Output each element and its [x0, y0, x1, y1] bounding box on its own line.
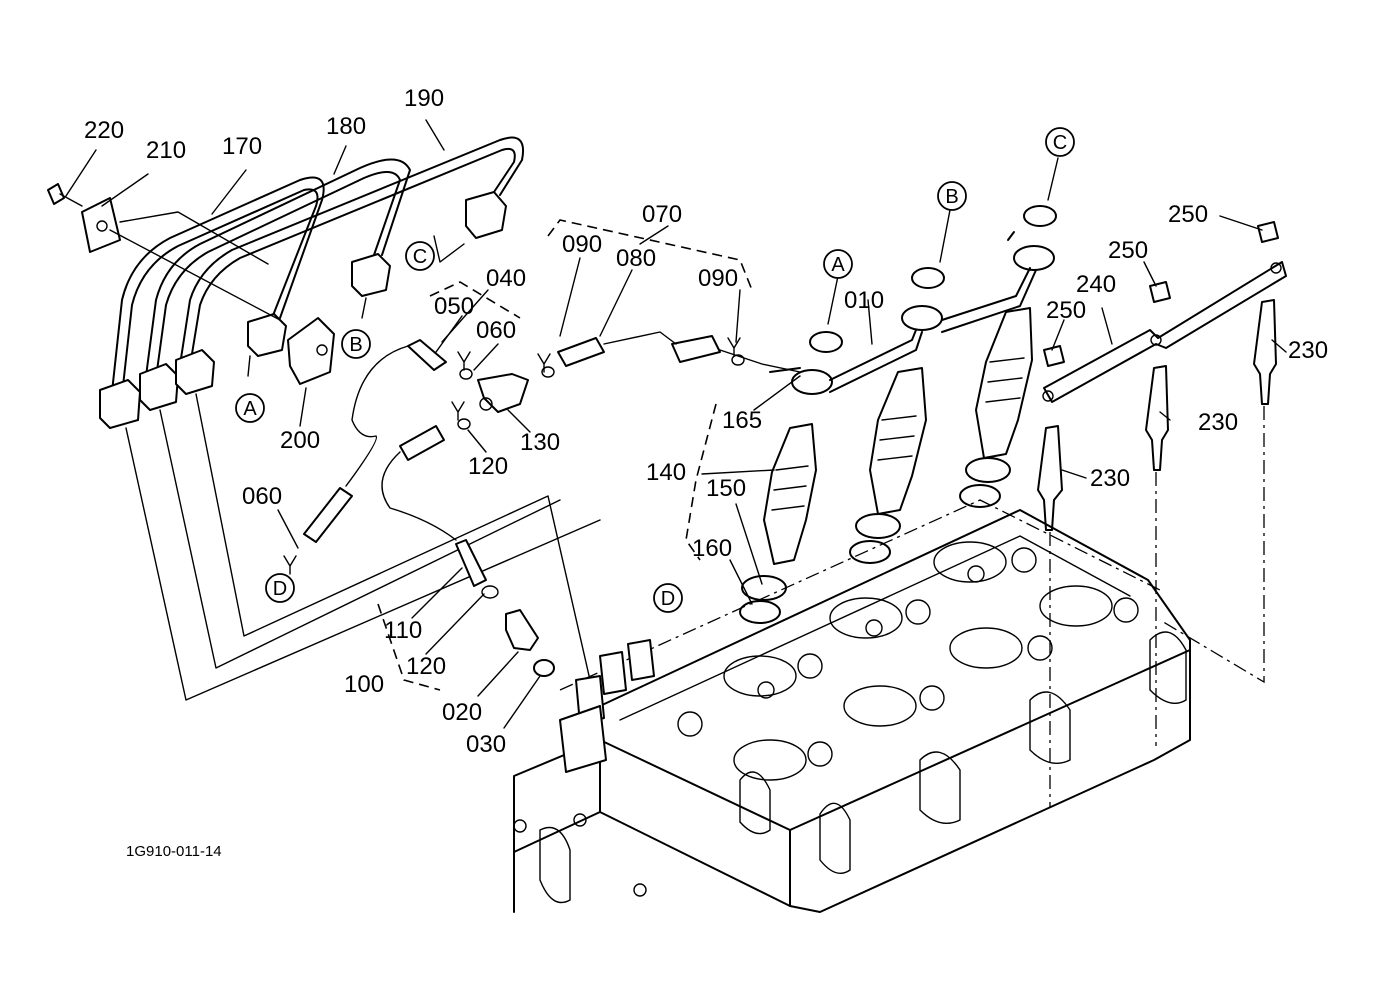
part-label-090-right: 090: [698, 265, 738, 292]
part-label-030: 030: [466, 731, 506, 758]
part-label-090-left: 090: [562, 231, 602, 258]
cylinder-head: [513, 499, 1191, 913]
part-label-130: 130: [520, 429, 560, 456]
leak-off-hoses: [283, 219, 801, 691]
ref-marker-b-left-text: B: [349, 334, 362, 356]
glow-plugs: [1037, 221, 1287, 808]
part-label-100: 100: [344, 671, 384, 698]
ref-marker-b-left: [341, 329, 371, 359]
part-label-120-upper: 120: [468, 453, 508, 480]
ref-marker-c-left-text: C: [413, 246, 427, 268]
ref-marker-b-right: [937, 181, 967, 211]
ref-marker-a-left-text: A: [243, 398, 257, 420]
part-label-210: 210: [146, 137, 186, 164]
part-label-160: 160: [692, 535, 732, 562]
ref-marker-a-right: [823, 249, 853, 279]
part-label-010: 010: [844, 287, 884, 314]
part-label-230-left: 230: [1090, 465, 1130, 492]
part-label-060-upper: 060: [476, 317, 516, 344]
part-label-250-lower: 250: [1046, 297, 1086, 324]
ref-marker-a-left: [235, 393, 265, 423]
part-label-170: 170: [222, 133, 262, 160]
ref-marker-d-left-text: D: [273, 578, 287, 600]
part-label-240: 240: [1076, 271, 1116, 298]
ref-marker-d-left: [265, 573, 295, 603]
part-label-250-top: 250: [1168, 201, 1208, 228]
ref-marker-d-right-text: D: [661, 588, 675, 610]
part-label-150: 150: [706, 475, 746, 502]
part-label-070: 070: [642, 201, 682, 228]
injection-pipes: [47, 136, 601, 701]
ref-marker-c-right: [1045, 127, 1075, 157]
drawing-code: 1G910-011-14: [126, 843, 222, 860]
part-label-020: 020: [442, 699, 482, 726]
part-label-140: 140: [646, 459, 686, 486]
leader-lines: [65, 119, 1287, 729]
reference-markers: A B C D D A B C: [235, 127, 1075, 613]
part-label-190: 190: [404, 85, 444, 112]
ref-marker-c-right-text: C: [1053, 132, 1067, 154]
part-label-230-middle: 230: [1198, 409, 1238, 436]
injectors: [247, 157, 1059, 624]
part-label-120-lower: 120: [406, 653, 446, 680]
part-label-200: 200: [280, 427, 320, 454]
ref-marker-a-right-text: A: [831, 254, 845, 276]
ref-marker-c-left: [405, 241, 435, 271]
ref-marker-d-right: [653, 583, 683, 613]
part-label-110: 110: [384, 617, 422, 644]
part-label-050: 050: [434, 293, 474, 320]
part-labels: 220 210 170 180 190 200 070 090 080 090 …: [84, 85, 1328, 758]
part-label-250-middle: 250: [1108, 237, 1148, 264]
part-label-060-lower: 060: [242, 483, 282, 510]
part-label-165: 165: [722, 407, 762, 434]
ref-marker-b-right-text: B: [945, 186, 958, 208]
part-label-180: 180: [326, 113, 366, 140]
part-label-080: 080: [616, 245, 656, 272]
part-label-220: 220: [84, 117, 124, 144]
part-label-040: 040: [486, 265, 526, 292]
part-label-230-right: 230: [1288, 337, 1328, 364]
